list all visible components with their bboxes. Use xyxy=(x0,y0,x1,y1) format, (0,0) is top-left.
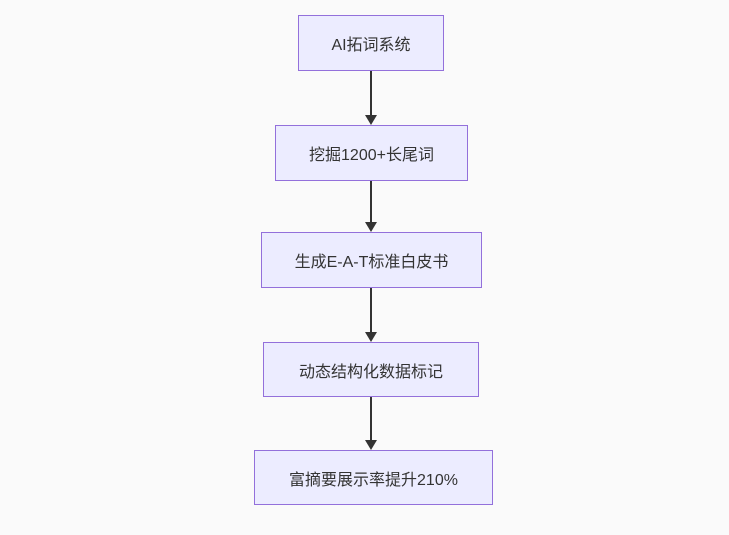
node-longtail-mining: 挖掘1200+长尾词 xyxy=(275,125,468,181)
arrow-head-icon xyxy=(365,222,377,232)
node-label: 富摘要展示率提升210% xyxy=(289,471,458,489)
node-structured-data-markup: 动态结构化数据标记 xyxy=(263,342,479,397)
node-rich-snippet-result: 富摘要展示率提升210% xyxy=(254,450,493,505)
arrow-shaft xyxy=(370,397,372,442)
node-label: 生成E-A-T标准白皮书 xyxy=(294,254,449,271)
node-eat-whitepaper: 生成E-A-T标准白皮书 xyxy=(261,232,482,288)
edge-arrow-1 xyxy=(365,71,377,125)
arrow-head-icon xyxy=(365,440,377,450)
node-label: 挖掘1200+长尾词 xyxy=(309,147,434,164)
arrow-shaft xyxy=(370,181,372,224)
arrow-shaft xyxy=(370,71,372,117)
arrow-head-icon xyxy=(365,332,377,342)
edge-arrow-4 xyxy=(365,397,377,450)
arrow-shaft xyxy=(370,288,372,334)
node-label: AI拓词系统 xyxy=(331,37,411,54)
node-label: 动态结构化数据标记 xyxy=(298,363,443,381)
edge-arrow-3 xyxy=(365,288,377,342)
node-ai-keyword-system: AI拓词系统 xyxy=(298,15,444,71)
arrow-head-icon xyxy=(365,115,377,125)
edge-arrow-2 xyxy=(365,181,377,232)
